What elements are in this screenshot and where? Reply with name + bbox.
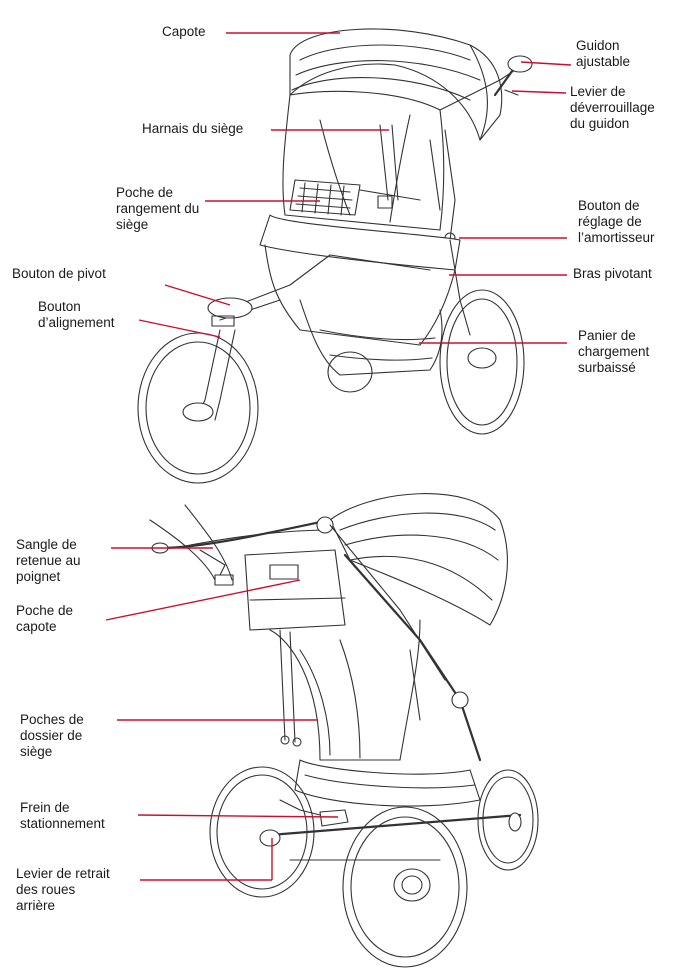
label-capote: Capote (162, 24, 206, 39)
label-poche-capote: Poche de capote (16, 603, 74, 634)
label-bouton-pivot: Bouton de pivot (12, 266, 106, 281)
label-harnais: Harnais du siège (142, 121, 244, 136)
label-guidon: Guidon ajustable (576, 38, 631, 69)
stroller-front-illustration (137, 28, 533, 484)
leader-lines (105, 32, 572, 881)
leader-pivot (164, 284, 231, 306)
label-levier-roues: Levier de retrait des roues arrière (16, 866, 110, 913)
label-bouton-alignement: Bouton d’alignement (38, 299, 115, 330)
leader-frein (137, 814, 339, 818)
label-levier-guidon: Levier de déverrouillage du guidon (570, 84, 655, 131)
label-bras-pivotant: Bras pivotant (573, 266, 652, 281)
label-frein: Frein de stationnement (20, 800, 105, 831)
label-poches-dossier: Poches de dossier de siège (20, 712, 84, 759)
leader-guidon (520, 61, 572, 66)
label-sangle: Sangle de retenue au poignet (16, 537, 81, 584)
leader-levier-guidon (511, 90, 567, 94)
label-bouton-amortisseur: Bouton de réglage de l’amortisseur (578, 198, 655, 245)
stroller-rear-illustration (149, 493, 539, 968)
label-panier: Panier de chargement surbaissé (578, 328, 650, 375)
leader-alignement (138, 319, 221, 338)
leader-poche-capote (105, 579, 301, 621)
label-poche-rangement: Poche de rangement du siège (116, 185, 200, 232)
